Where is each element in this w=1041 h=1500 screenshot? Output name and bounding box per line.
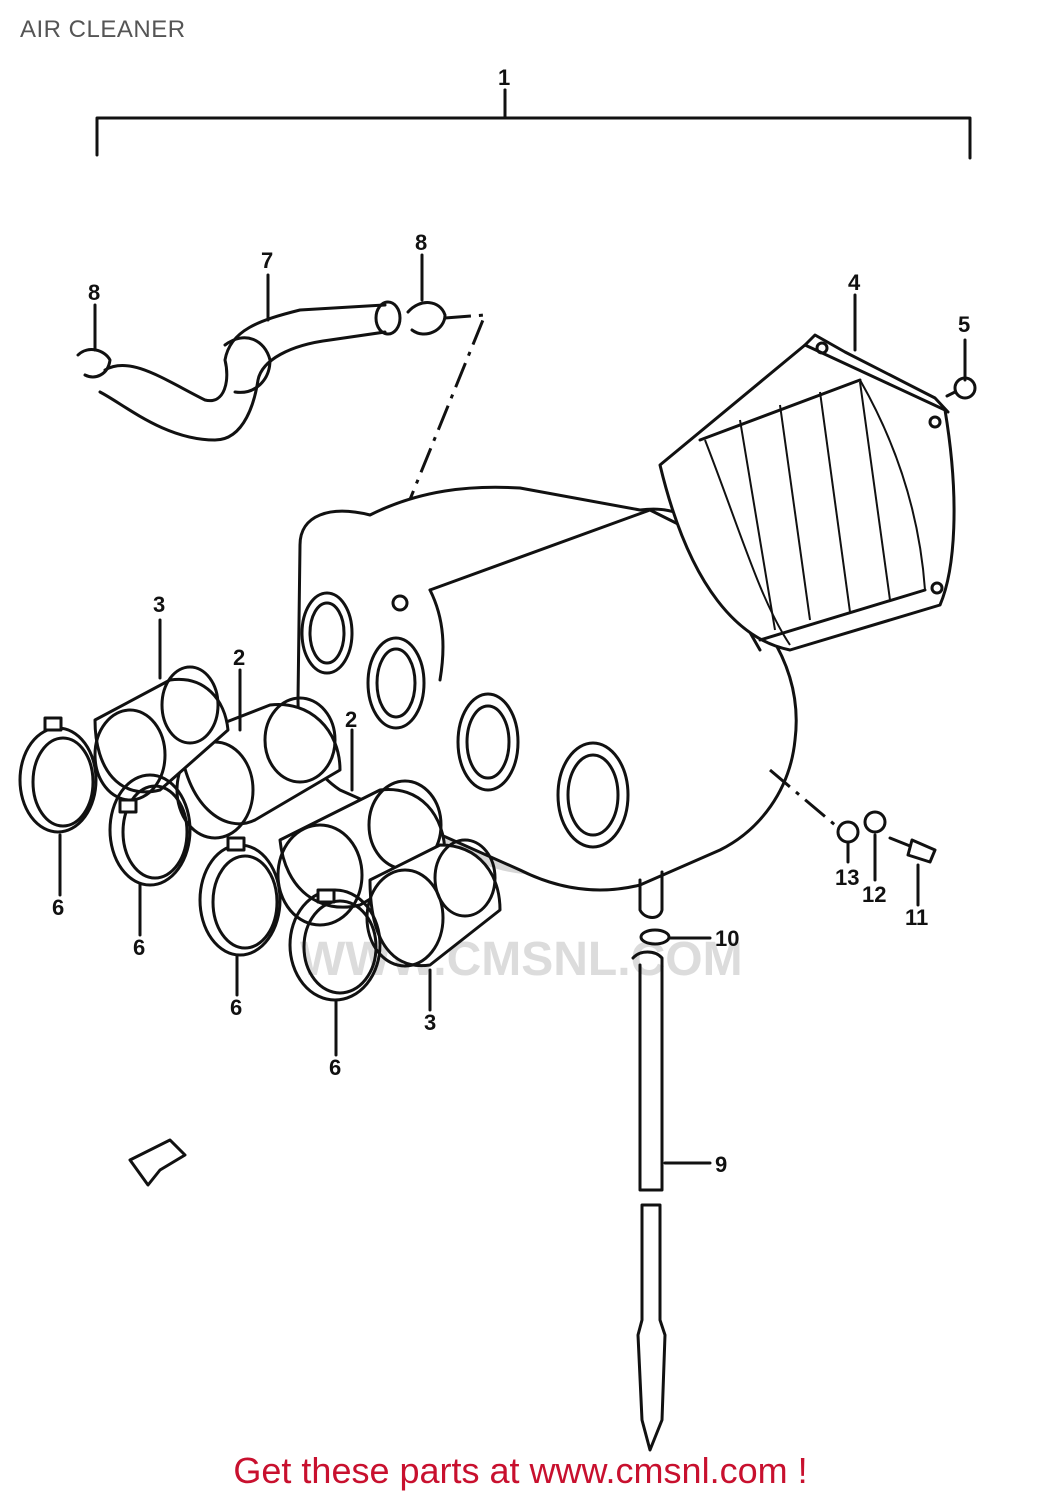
- callout-1: 1: [498, 65, 510, 90]
- assembly-bracket: [95, 88, 972, 160]
- breather-hose: [76, 300, 447, 442]
- callout-8a: 8: [88, 280, 100, 305]
- screw-part-5: [945, 376, 977, 400]
- callout-8b: 8: [415, 230, 427, 255]
- leader-lines: [58, 88, 967, 1165]
- callout-2b: 2: [345, 707, 357, 732]
- filter-element: [658, 333, 956, 652]
- callout-7: 7: [261, 248, 273, 273]
- callout-4: 4: [848, 270, 861, 295]
- callout-9: 9: [715, 1152, 727, 1177]
- callout-13: 13: [835, 865, 859, 890]
- callouts: 1 2 2 3 3 4 5 6 6 6 6 7 8 8 9 10 11 12 1…: [52, 65, 970, 1177]
- callout-5: 5: [958, 312, 970, 337]
- callout-6b: 6: [133, 935, 145, 960]
- callout-12: 12: [862, 882, 886, 907]
- intake-joint-left: [93, 665, 230, 802]
- clamps: [18, 716, 382, 1002]
- callout-6c: 6: [230, 995, 242, 1020]
- callout-3b: 3: [424, 1010, 436, 1035]
- callout-11: 11: [905, 905, 928, 930]
- callout-3a: 3: [153, 592, 165, 617]
- callout-6a: 6: [52, 895, 64, 920]
- mount-hardware: [769, 768, 937, 864]
- page-title: AIR CLEANER: [20, 16, 186, 43]
- callout-6d: 6: [329, 1055, 341, 1080]
- front-arrow-icon: [128, 1138, 187, 1187]
- drain-tube: [631, 928, 671, 1452]
- footer-link[interactable]: Get these parts at www.cmsnl.com !: [233, 1450, 808, 1491]
- callout-10: 10: [715, 926, 739, 951]
- callout-2a: 2: [233, 645, 245, 670]
